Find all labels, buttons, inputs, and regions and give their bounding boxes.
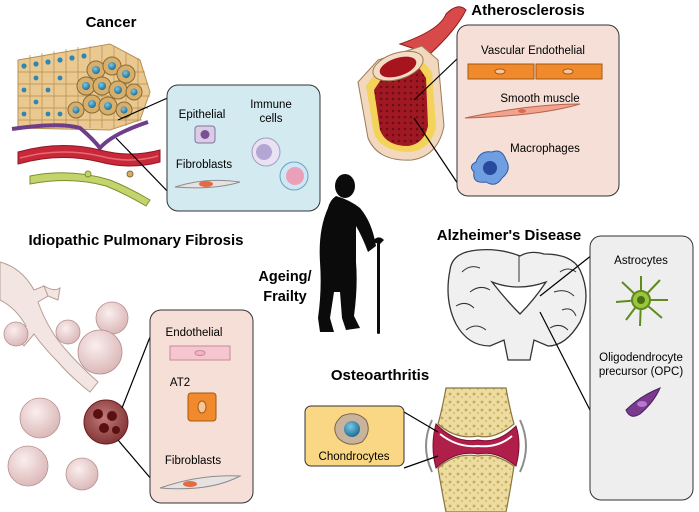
connector-line	[117, 95, 173, 121]
fibroblast-cell-icon	[174, 179, 241, 189]
ipf-section: Idiopathic Pulmonary Fibrosis	[0, 232, 254, 504]
label-opc-line2: precursor (OPC)	[599, 366, 684, 378]
label-ipf-fibroblasts: Fibroblasts	[165, 455, 221, 467]
endothelial-cell-icon	[169, 345, 231, 361]
brain-section-illustration	[447, 248, 587, 361]
cancer-title: Cancer	[86, 14, 137, 31]
ipf-fibroblast-cell-icon	[159, 475, 242, 490]
connector-line	[403, 455, 439, 469]
label-astrocytes: Astrocytes	[614, 255, 668, 267]
elderly-person-silhouette	[318, 174, 384, 334]
opc-cell-icon	[625, 387, 661, 417]
ageing-label-line2: Frailty	[263, 289, 307, 305]
alzheimers-cell-box	[589, 235, 694, 501]
cancer-cell-box	[166, 84, 321, 212]
immune-cells-icon	[251, 137, 309, 191]
lung-alveoli-illustration	[0, 261, 129, 491]
alzheimers-title: Alzheimer's Disease	[437, 227, 581, 244]
connector-line	[117, 439, 153, 481]
connector-line	[115, 137, 173, 197]
cancer-section: Cancer	[11, 14, 321, 212]
vascular-endothelial-cell-icon	[467, 63, 603, 80]
cancer-tissue-illustration	[11, 43, 161, 207]
ipf-title: Idiopathic Pulmonary Fibrosis	[28, 232, 243, 249]
macrophage-cell-icon	[470, 150, 509, 185]
artery-illustration	[357, 6, 467, 161]
label-ipf-endothelial: Endothelial	[166, 327, 223, 339]
at2-cell-icon	[187, 392, 217, 422]
tumour-cluster	[67, 56, 143, 119]
label-smooth-muscle: Smooth muscle	[500, 93, 579, 105]
alzheimers-section: Alzheimer's Disease	[437, 227, 694, 501]
knee-joint-illustration	[425, 387, 527, 512]
ageing-label-line1: Ageing/	[258, 269, 311, 285]
connector-line	[539, 311, 593, 415]
astrocyte-cell-icon	[615, 276, 668, 327]
atherosclerosis-title: Atherosclerosis	[471, 2, 584, 19]
smooth-muscle-cell-icon	[464, 103, 581, 119]
label-immune-line1: Immune	[250, 99, 292, 111]
epithelial-cell-icon	[194, 125, 216, 144]
label-at2: AT2	[170, 377, 190, 389]
label-epithelial: Epithelial	[179, 109, 226, 121]
connector-line	[413, 117, 459, 185]
label-opc-line1: Oligodendrocyte	[599, 352, 683, 364]
label-chondrocytes: Chondrocytes	[319, 451, 390, 463]
atherosclerosis-section: Atherosclerosis	[357, 2, 620, 197]
fibrotic-alveolus	[83, 399, 129, 445]
connector-line	[403, 411, 439, 433]
connector-line	[121, 331, 153, 409]
label-macrophages: Macrophages	[510, 143, 580, 155]
label-vascular-endothelial: Vascular Endothelial	[481, 45, 585, 57]
osteoarthritis-title: Osteoarthritis	[331, 367, 429, 384]
connector-line	[413, 57, 459, 101]
label-immune-line2: cells	[259, 113, 282, 125]
label-cancer-fibroblasts: Fibroblasts	[176, 159, 232, 171]
chondrocyte-cell-icon	[334, 413, 369, 445]
osteoarthritis-section: Osteoarthritis	[304, 367, 527, 512]
connector-line	[539, 254, 593, 297]
